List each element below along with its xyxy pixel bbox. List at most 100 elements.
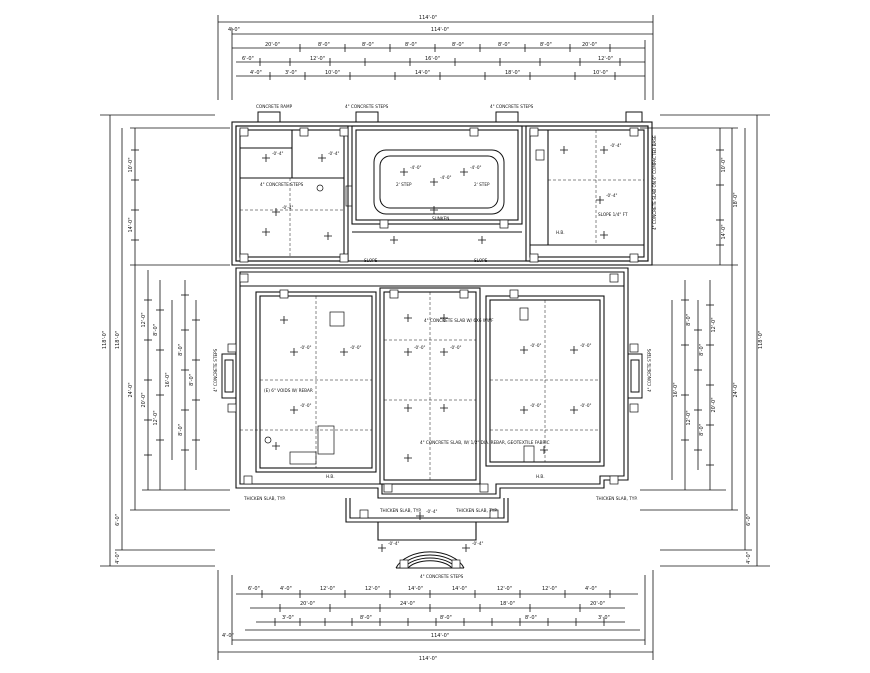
fixtures bbox=[264, 149, 545, 465]
thicken-slab-note: THICKEN SLAB, TYP. bbox=[455, 508, 498, 513]
dim-text: 12'-0" bbox=[542, 586, 557, 592]
section-tags bbox=[227, 127, 639, 569]
pool-step-label: 2' STEP bbox=[474, 182, 490, 187]
dim-text: 8'-0" bbox=[440, 615, 452, 621]
elevation-text: -0'-4" bbox=[328, 151, 340, 156]
slope-label: SLOPE bbox=[364, 258, 378, 263]
right-dimension-strings bbox=[640, 114, 770, 567]
center-slab-note: 4" CONCRETE SLAB W/ 6X6 WWF bbox=[424, 318, 494, 323]
elevation-text: -0'-0" bbox=[530, 403, 542, 408]
top-dimension-text: 114'-0" 114'-0" 4'-0" 20'-0" 8'-0" 8'-0"… bbox=[228, 15, 613, 76]
elevation-text: -0'-0" bbox=[350, 345, 362, 350]
elevation-markers bbox=[262, 146, 608, 552]
dim-text: 8'-0" bbox=[699, 424, 705, 436]
elevation-text: -0'-4" bbox=[610, 143, 622, 148]
dim-text: 4'-0" bbox=[250, 70, 262, 76]
thicken-slab-note: THICKEN SLAB, TYP. bbox=[243, 496, 286, 501]
elevation-text: -0'-4" bbox=[426, 509, 438, 514]
right-overall-dim: 118'-0" bbox=[758, 331, 764, 349]
dim-text: 6'-0" bbox=[248, 586, 260, 592]
sunken-pool bbox=[373, 149, 505, 215]
thicken-slab-note: THICKEN SLAB, TYP. bbox=[595, 496, 638, 501]
dim-text: 24'-0" bbox=[400, 601, 415, 607]
dim-text: 8'-0" bbox=[405, 42, 417, 48]
annotation-labels: CONCRETE RAMP 4" CONCRETE STEPS 4" CONCR… bbox=[213, 104, 657, 579]
dim-text: 8'-0" bbox=[362, 42, 374, 48]
dim-text: 12'-0" bbox=[365, 586, 380, 592]
dim-text: 14'-0" bbox=[128, 217, 134, 232]
hose-bib-label: H.B. bbox=[326, 474, 335, 479]
elevation-text: -0'-0" bbox=[530, 343, 542, 348]
dim-text: 4'-0" bbox=[222, 633, 234, 639]
dim-text: 3'-0" bbox=[282, 615, 294, 621]
elevation-text: -0'-4" bbox=[388, 541, 400, 546]
dim-text: 8'-0" bbox=[178, 424, 184, 436]
dim-text: 4'-0" bbox=[115, 552, 121, 564]
top-overall-dim-2: 114'-0" bbox=[431, 27, 449, 33]
dim-text: 18'-0" bbox=[733, 192, 739, 207]
top-overall-dim: 114'-0" bbox=[419, 15, 437, 21]
dim-text: 16'-0" bbox=[425, 56, 440, 62]
slope-note: SLOPE 1/4" FT bbox=[598, 212, 628, 217]
dim-text: 10'-0" bbox=[593, 70, 608, 76]
left-dimension-strings bbox=[100, 114, 230, 567]
dim-text: 4'-0" bbox=[585, 586, 597, 592]
bottom-dimension-text: 114'-0" 114'-0" 4'-0" 6'-0" 4'-0" 12'-0"… bbox=[222, 586, 610, 662]
dim-text: 14'-0" bbox=[415, 70, 430, 76]
elevation-text: -0'-4" bbox=[282, 205, 294, 210]
left-rebar-note: (E) 6" VOIDS W/ REBAR bbox=[264, 388, 313, 393]
dim-text: 12'-0" bbox=[141, 312, 147, 327]
dim-text: 14'-0" bbox=[721, 224, 727, 239]
dim-text: 16'-0" bbox=[165, 372, 171, 387]
concrete-steps-label: 4" CONCRETE STEPS bbox=[490, 104, 534, 109]
dim-text: 8'-0" bbox=[318, 42, 330, 48]
dim-text: 8'-0" bbox=[153, 324, 159, 336]
dim-text: 20'-0" bbox=[582, 42, 597, 48]
dim-text: 20'-0" bbox=[265, 42, 280, 48]
dim-text: 12'-0" bbox=[686, 410, 692, 425]
dim-text: 6'-0" bbox=[242, 56, 254, 62]
elevation-text: -4'-0" bbox=[470, 165, 482, 170]
pool-sunken-label: SUNKEN bbox=[432, 216, 449, 221]
dim-text: 12'-0" bbox=[153, 410, 159, 425]
dim-text: 24'-0" bbox=[733, 382, 739, 397]
concrete-steps-label: 4" CONCRETE STEPS bbox=[345, 104, 389, 109]
dim-text: 8'-0" bbox=[452, 42, 464, 48]
elevation-text: -0'-0" bbox=[450, 345, 462, 350]
dim-text: 20'-0" bbox=[590, 601, 605, 607]
dim-text: 18'-0" bbox=[505, 70, 520, 76]
concrete-steps-label: 4" CONCRETE STEPS bbox=[647, 348, 652, 392]
concrete-ramp-label: CONCRETE RAMP bbox=[256, 104, 293, 109]
bottom-overall-dim-2: 114'-0" bbox=[419, 656, 437, 662]
dim-text: 4'-0" bbox=[746, 552, 752, 564]
dim-text: 8'-0" bbox=[540, 42, 552, 48]
elevation-text: -0'-4" bbox=[472, 541, 484, 546]
dim-text: 12'-0" bbox=[711, 317, 717, 332]
dim-text: 8'-0" bbox=[360, 615, 372, 621]
elevation-text: -0'-4" bbox=[606, 193, 618, 198]
bottom-dimension-strings bbox=[217, 570, 654, 660]
dim-text: 6'-0" bbox=[115, 514, 121, 526]
vertical-slab-note: 4" CONCRETE SLAB ON 6" COMPACTED BASE bbox=[652, 135, 657, 230]
dim-text: 10'-0" bbox=[128, 157, 134, 172]
concrete-steps-label: 4" CONCRETE STEPS bbox=[260, 182, 304, 187]
dim-text: 14'-0" bbox=[452, 586, 467, 592]
dim-text: 20'-0" bbox=[300, 601, 315, 607]
elevation-text: -0'-0" bbox=[580, 343, 592, 348]
dim-text: 6'-0" bbox=[746, 514, 752, 526]
bottom-center-note: 4" CONCRETE SLAB, W/ 1/2" DIA. REBAR, GE… bbox=[420, 440, 550, 445]
left-overall-dim: 118'-0" bbox=[102, 331, 108, 349]
elevation-text: -4'-0" bbox=[440, 175, 452, 180]
dim-text: 4'-0" bbox=[228, 27, 240, 33]
concrete-steps-label: 4" CONCRETE STEPS bbox=[420, 574, 464, 579]
dim-text: 8'-0" bbox=[525, 615, 537, 621]
foundation-walls bbox=[231, 121, 653, 541]
hose-bib-label: H.B. bbox=[536, 474, 545, 479]
dim-text: 14'-0" bbox=[408, 586, 423, 592]
elevation-text: -0'-0" bbox=[300, 345, 312, 350]
top-entries bbox=[257, 111, 643, 123]
dim-text: 8'-0" bbox=[178, 344, 184, 356]
dim-text: 12'-0" bbox=[497, 586, 512, 592]
dim-text: 8'-0" bbox=[699, 344, 705, 356]
